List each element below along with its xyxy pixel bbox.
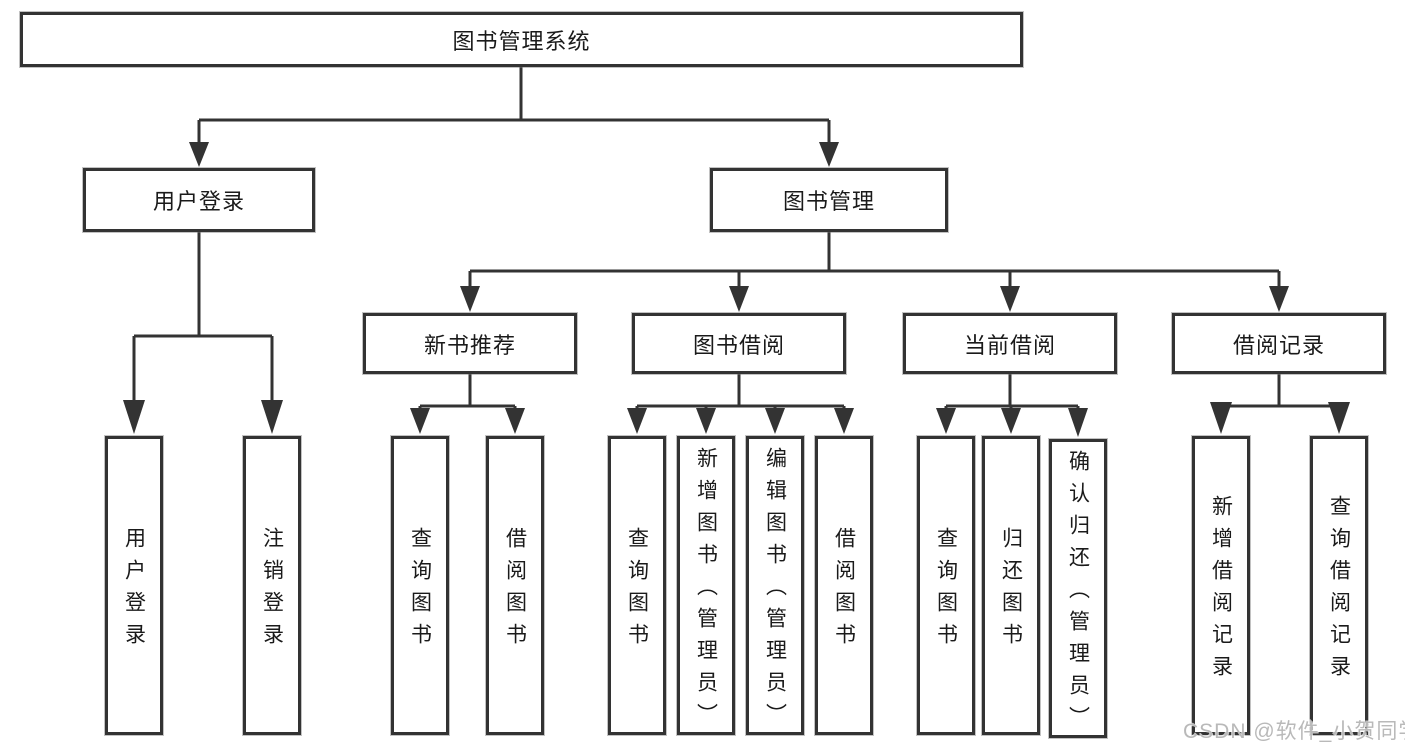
- node-book-borrowing: 图书借阅: [632, 313, 846, 374]
- leaf-query-books-current: 查询图书: [917, 436, 975, 735]
- node-label: 查询图书: [408, 527, 432, 655]
- node-label: 借阅图书: [503, 527, 527, 655]
- arrowhead-icon: [1328, 402, 1350, 434]
- leaf-user-login: 用户登录: [105, 436, 163, 735]
- leaf-edit-book-admin: 编辑图书（管理员）: [746, 436, 804, 735]
- arrowhead-icon: [189, 142, 209, 167]
- arrowhead-icon: [1001, 408, 1021, 434]
- node-label: 图书管理系统: [452, 28, 591, 54]
- leaf-borrow-books-borrowing: 借阅图书: [815, 436, 873, 735]
- leaf-logout: 注销登录: [243, 436, 301, 735]
- node-label: 借阅图书: [832, 527, 856, 655]
- arrowhead-icon: [819, 142, 839, 167]
- node-user-login: 用户登录: [83, 168, 315, 232]
- arrowhead-icon: [936, 408, 956, 434]
- arrowhead-icon: [627, 408, 647, 434]
- node-label: 确认归还（管理员）: [1066, 450, 1090, 738]
- node-borrowing-records: 借阅记录: [1172, 313, 1386, 374]
- arrowhead-icon: [1068, 408, 1088, 437]
- node-label: 新增图书（管理员）: [694, 447, 718, 735]
- arrowhead-icon: [834, 408, 854, 434]
- node-label: 新增借阅记录: [1209, 495, 1233, 687]
- arrowhead-icon: [1210, 402, 1232, 434]
- arrowhead-icon: [729, 286, 749, 312]
- arrowhead-icon: [505, 408, 525, 434]
- node-label: 查询图书: [625, 527, 649, 655]
- leaf-confirm-return-admin: 确认归还（管理员）: [1049, 439, 1107, 738]
- csdn-watermark: CSDN @软件_小贺同学: [1183, 720, 1405, 743]
- node-label: 当前借阅: [963, 332, 1056, 358]
- arrowhead-icon: [1000, 286, 1020, 312]
- arrowhead-icon: [765, 408, 785, 434]
- arrowhead-icon: [410, 408, 430, 434]
- arrowhead-icon: [261, 400, 283, 434]
- leaf-query-books-borrowing: 查询图书: [608, 436, 666, 735]
- node-label: 编辑图书（管理员）: [763, 447, 787, 735]
- arrowhead-icon: [696, 408, 716, 434]
- node-label: 新书推荐: [423, 332, 516, 358]
- leaf-borrow-books-recommend: 借阅图书: [486, 436, 544, 735]
- node-label: 查询借阅记录: [1327, 495, 1351, 687]
- node-label: 查询图书: [934, 527, 958, 655]
- leaf-query-books-recommend: 查询图书: [391, 436, 449, 735]
- node-label: 图书管理: [782, 189, 875, 214]
- node-label: 注销登录: [260, 527, 284, 655]
- node-book-management: 图书管理: [710, 168, 948, 232]
- node-library-management-system: 图书管理系统: [20, 12, 1023, 67]
- leaf-add-borrow-record: 新增借阅记录: [1192, 436, 1250, 735]
- leaf-return-book: 归还图书: [982, 436, 1040, 735]
- node-label: 归还图书: [999, 527, 1023, 655]
- leaf-query-borrow-record: 查询借阅记录: [1310, 436, 1368, 735]
- arrowhead-icon: [1269, 286, 1289, 312]
- node-label: 借阅记录: [1232, 332, 1325, 358]
- node-label: 图书借阅: [692, 332, 785, 358]
- arrowhead-icon: [123, 400, 145, 434]
- node-new-book-recommend: 新书推荐: [363, 313, 577, 374]
- leaf-add-book-admin: 新增图书（管理员）: [677, 436, 735, 735]
- node-label: 用户登录: [152, 189, 245, 214]
- node-current-borrowing: 当前借阅: [903, 313, 1117, 374]
- arrowhead-icon: [460, 286, 480, 312]
- node-label: 用户登录: [122, 527, 146, 655]
